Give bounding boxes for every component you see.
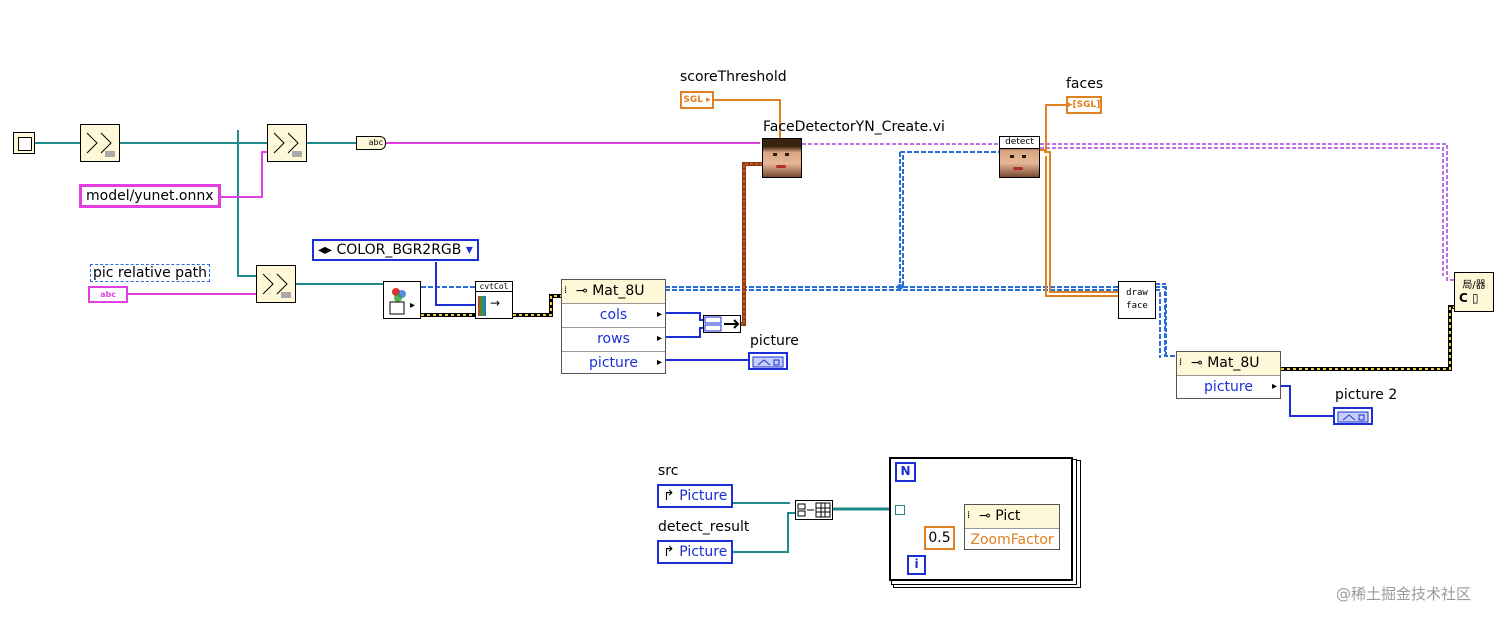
cluster-wires — [421, 294, 1454, 371]
draw-face-label-2: face — [1126, 301, 1148, 311]
create-vi-label: FaceDetectorYN_Create.vi — [763, 119, 945, 135]
build-path-node-2[interactable] — [267, 124, 307, 162]
pict-node-header: ⁞ ⊸ Pict — [965, 505, 1059, 528]
build-array-node[interactable] — [703, 315, 741, 333]
face-portrait-icon — [1010, 155, 1026, 158]
image-wires — [421, 151, 1177, 358]
cvtcolor-node[interactable]: cvtCol → — [475, 281, 513, 319]
mat-node-header: ⁞ ⊸ Mat_8U — [562, 280, 665, 303]
pict-row-label: ZoomFactor — [970, 532, 1054, 548]
key-icon: ⊸ — [576, 283, 593, 299]
enum-wire — [435, 262, 1333, 417]
mat-row-picture[interactable]: picture▸ — [562, 351, 665, 375]
path-constant-icon[interactable] — [13, 132, 35, 154]
draw-face-label-1: draw — [1126, 288, 1148, 298]
color-wheel-icon: ▸ — [389, 288, 415, 315]
sgl-terminal-text: SGL — [683, 95, 703, 105]
class-icon: ⁞ — [1179, 357, 1183, 368]
color-enum-value: COLOR_BGR2RGB — [336, 242, 462, 258]
face-portrait-icon — [773, 153, 789, 156]
face-detector-create-node[interactable] — [762, 138, 802, 178]
score-threshold-label: scoreThreshold — [680, 69, 787, 85]
pic-relative-path-label: pic relative path — [90, 264, 211, 282]
pict-node-title: Pict — [995, 508, 1021, 524]
dropdown-arrow-icon: ▾ — [465, 242, 473, 258]
pic-relative-path-control[interactable]: abc — [88, 286, 128, 303]
release-node[interactable]: 局/器 C ▯ — [1454, 272, 1494, 312]
enum-decrement-icon: ◂▸ — [318, 242, 333, 258]
path-wires — [33, 130, 795, 553]
model-path-constant[interactable]: model/yunet.onnx — [79, 184, 221, 208]
detect-label: detect — [1000, 137, 1039, 149]
mat-row-label: cols — [599, 307, 628, 323]
detect-picture-ref[interactable]: ↱ Picture — [657, 540, 734, 564]
build-array-icon — [797, 502, 831, 518]
face-lips — [776, 165, 786, 168]
arrow-icon: → — [490, 296, 501, 310]
loop-count-terminal[interactable]: N — [895, 462, 916, 482]
class-icon: ⁞ — [564, 285, 568, 296]
mat-row-label: picture — [589, 355, 638, 371]
mat-row-cols[interactable]: cols▸ — [562, 303, 665, 327]
release-glyph: 局/器 — [1462, 280, 1486, 291]
build-path-node-1[interactable] — [80, 124, 120, 162]
string-wires — [127, 142, 760, 295]
pict-row-zoomfactor[interactable]: ZoomFactor — [965, 528, 1059, 552]
mat-row-label: rows — [597, 331, 630, 347]
build-path-icon — [262, 273, 291, 298]
int-wire — [740, 162, 762, 326]
build-path-icon — [86, 132, 115, 157]
faces-indicator[interactable]: ▸[SGL] — [1066, 96, 1102, 114]
mat-row-rows[interactable]: rows▸ — [562, 327, 665, 351]
face-lips — [1013, 167, 1023, 170]
score-threshold-control[interactable]: SGL ▸ — [680, 91, 714, 109]
build-ref-array-node[interactable] — [795, 500, 833, 520]
draw-face-node[interactable]: draw face — [1118, 281, 1156, 319]
svg-text:▸: ▸ — [410, 300, 415, 311]
pict-property-node[interactable]: ⁞ ⊸ Pict ZoomFactor — [964, 504, 1060, 550]
auto-index-tunnel — [895, 505, 905, 515]
zoom-factor-constant[interactable]: 0.5 — [924, 526, 955, 550]
key-icon: ⊸ — [1191, 355, 1208, 371]
detect-node[interactable]: detect — [999, 136, 1040, 178]
mat-node-header: ⁞ ⊸ Mat_8U — [1177, 352, 1280, 375]
picture2-label: picture 2 — [1335, 387, 1398, 403]
channel-icon — [478, 296, 486, 316]
picture2-indicator[interactable] — [1333, 407, 1373, 425]
watermark-text: @稀土掘金技术社区 — [1336, 585, 1472, 603]
detect-result-label: detect_result — [658, 519, 750, 535]
mat-property-node-2[interactable]: ⁞ ⊸ Mat_8U picture▸ — [1176, 351, 1281, 399]
mat-node-title: Mat_8U — [592, 283, 645, 299]
class-wires — [802, 143, 1454, 281]
ref-icon: ↱ — [663, 544, 675, 560]
string-terminal-text: abc — [100, 290, 116, 299]
build-path-icon — [273, 132, 302, 157]
loop-index-terminal: i — [907, 555, 926, 575]
picture-label: picture — [750, 333, 799, 349]
class-c-icon: C ▯ — [1459, 291, 1479, 305]
src-picture-text: Picture — [679, 488, 728, 504]
detect-picture-text: Picture — [679, 544, 728, 560]
src-picture-ref[interactable]: ↱ Picture — [657, 484, 734, 508]
key-icon: ⊸ — [979, 508, 996, 524]
path-to-string-node[interactable]: abc — [356, 136, 386, 150]
mat-row-label: picture — [1204, 379, 1253, 395]
sgl-array-terminal-text: [SGL] — [1072, 100, 1101, 110]
mat-row-picture[interactable]: picture▸ — [1177, 375, 1280, 399]
build-path-node-3[interactable] — [256, 265, 296, 303]
picture-icon — [1337, 411, 1369, 423]
picture-icon — [752, 356, 784, 368]
faces-label: faces — [1066, 76, 1104, 92]
picture-indicator[interactable] — [748, 352, 788, 370]
color-conversion-enum[interactable]: ◂▸ COLOR_BGR2RGB ▾ — [312, 239, 479, 261]
class-icon: ⁞ — [967, 510, 971, 521]
ref-icon: ↱ — [663, 488, 675, 504]
src-label: src — [658, 463, 679, 479]
mat-property-node-1[interactable]: ⁞ ⊸ Mat_8U cols▸ rows▸ picture▸ — [561, 279, 666, 374]
build-array-icon — [704, 316, 740, 332]
cvtcolor-label: cvtCol — [476, 282, 512, 292]
mat-node-title: Mat_8U — [1207, 355, 1260, 371]
imread-node[interactable]: ▸ — [383, 281, 421, 319]
